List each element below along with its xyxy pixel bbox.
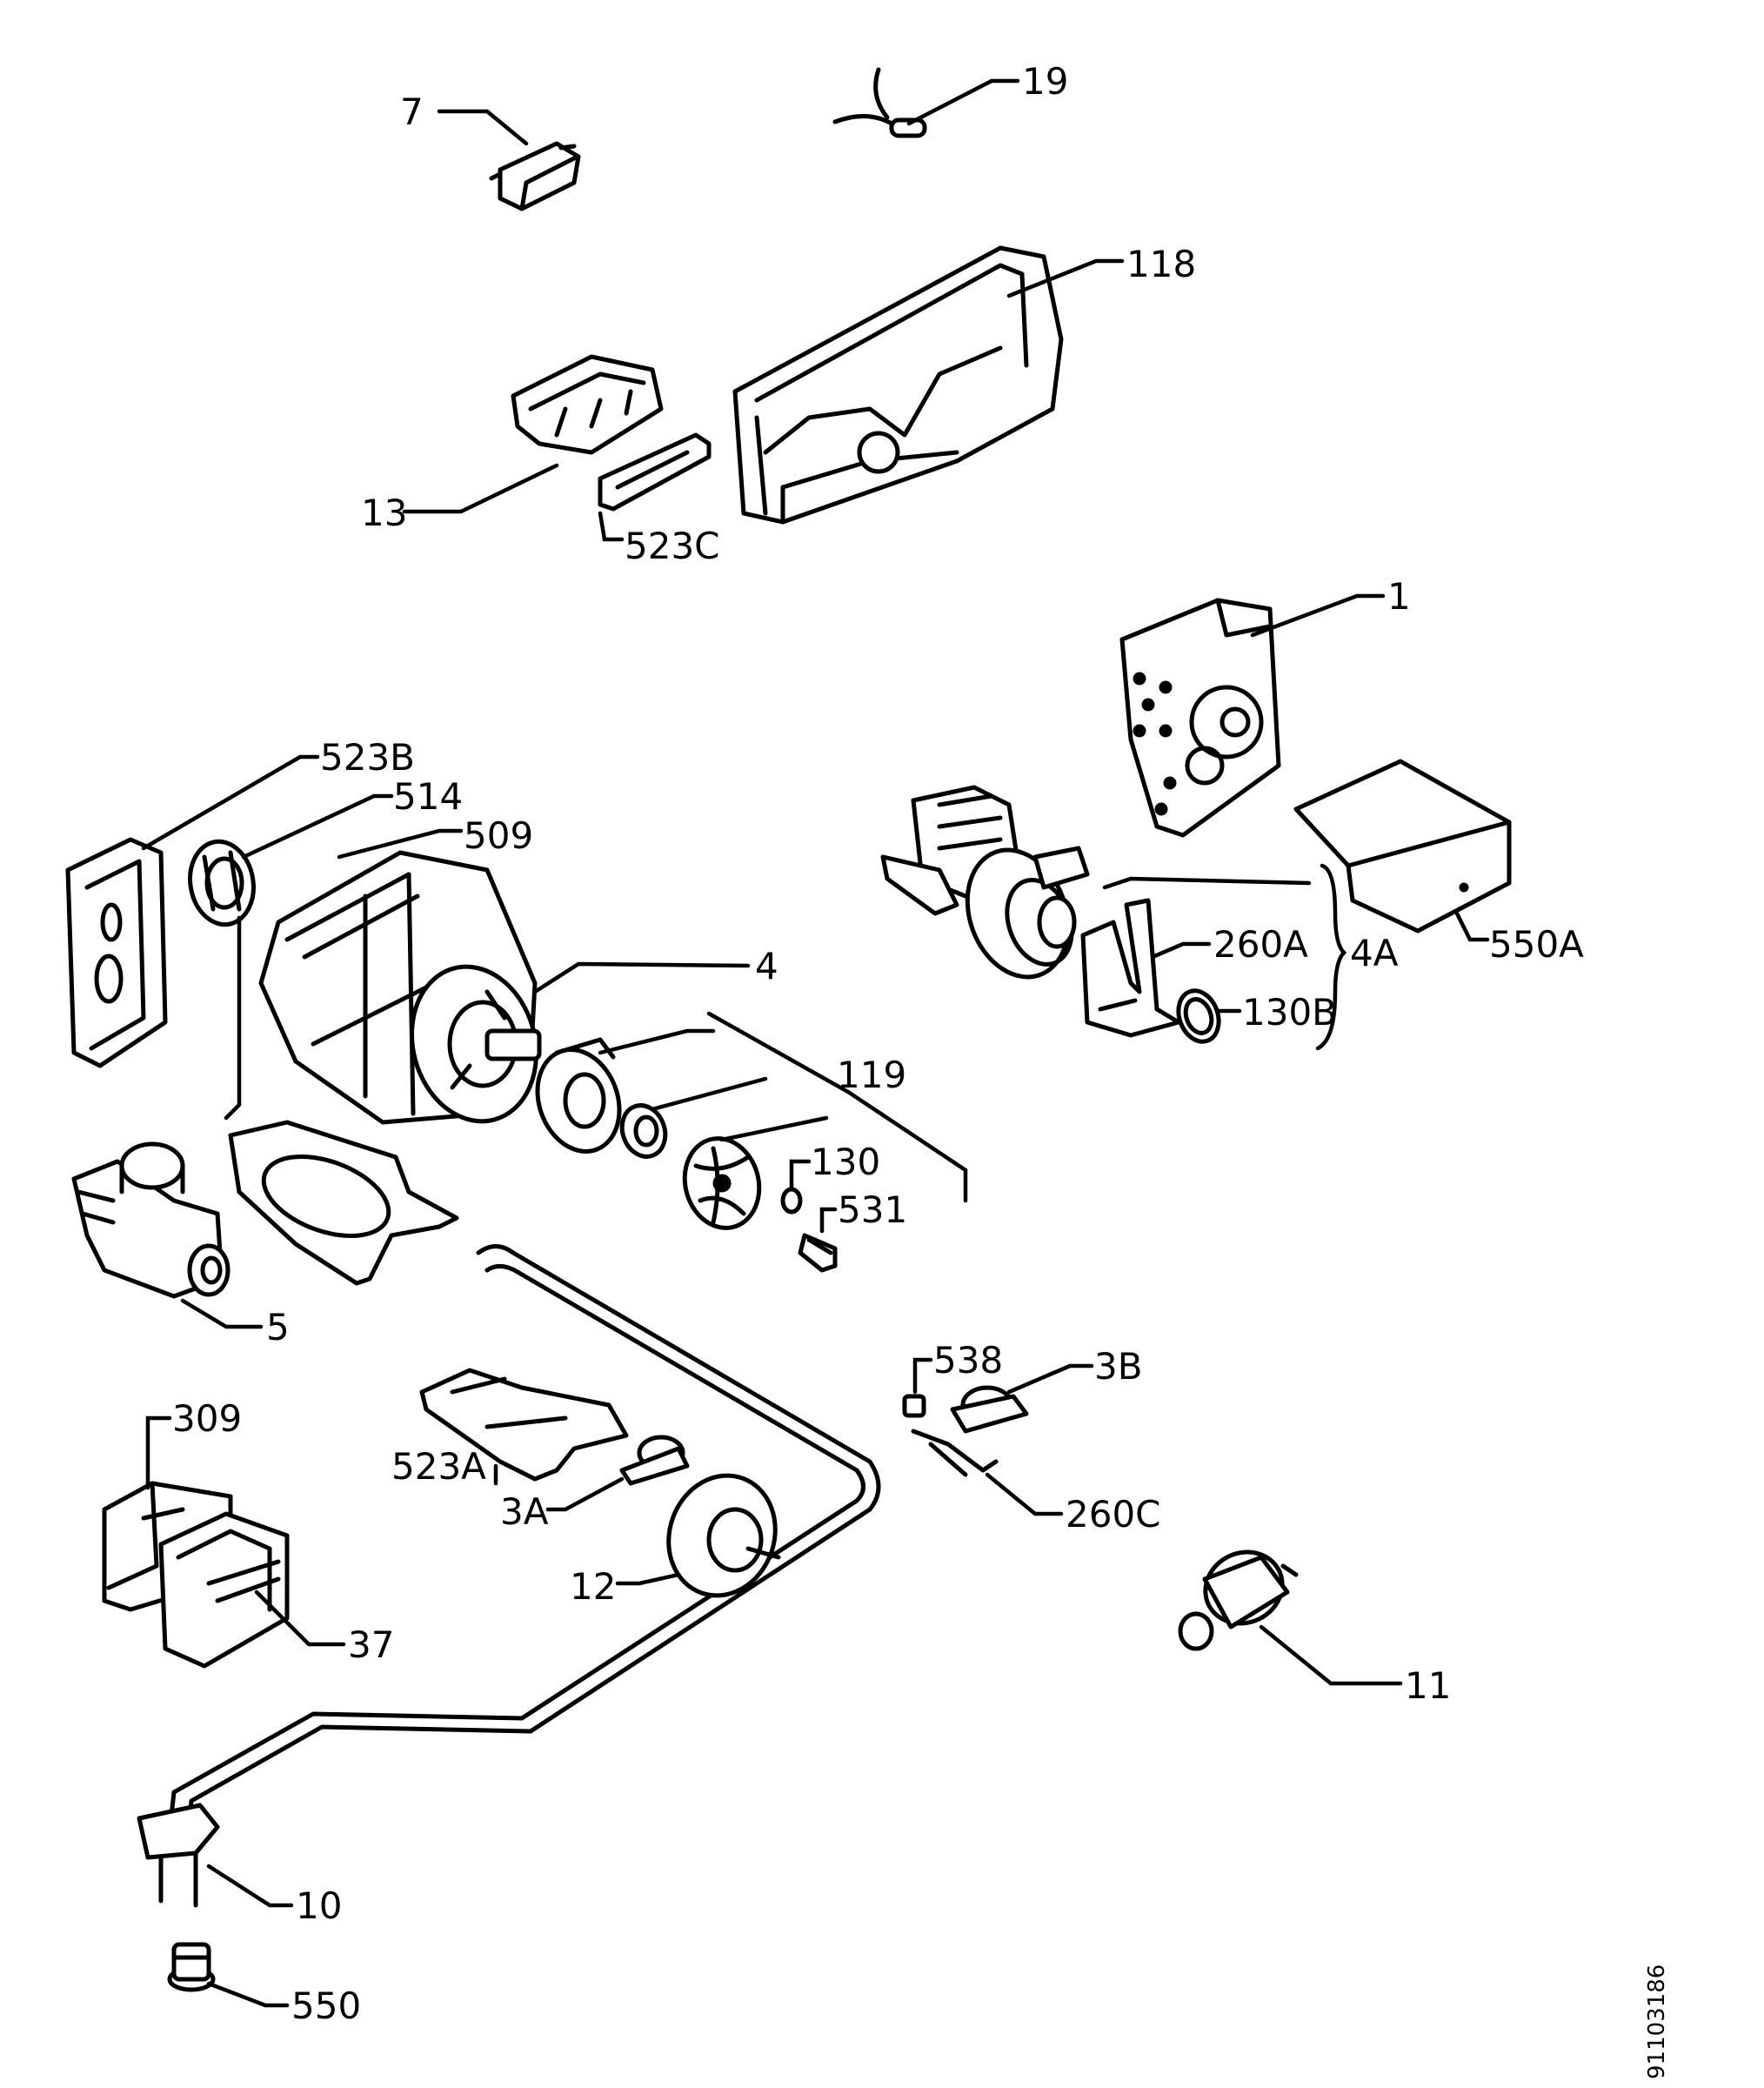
part-531-screw bbox=[798, 1233, 838, 1273]
label-37: 37 bbox=[348, 1623, 394, 1666]
part-3a-thermostat bbox=[619, 1435, 690, 1486]
label-531: 531 bbox=[838, 1188, 907, 1231]
part-119-housing bbox=[535, 1037, 622, 1154]
label-523c: 523C bbox=[625, 525, 720, 567]
leader-7 bbox=[437, 109, 529, 146]
part-7-switch bbox=[489, 141, 581, 211]
leader-3a bbox=[545, 1476, 625, 1512]
part-119-ring bbox=[619, 1103, 668, 1159]
label-13: 13 bbox=[361, 492, 407, 534]
part-130-oring bbox=[780, 1187, 803, 1215]
label-509: 509 bbox=[464, 814, 533, 857]
leader-5 bbox=[180, 1298, 264, 1329]
leader-10 bbox=[206, 1864, 294, 1908]
label-514: 514 bbox=[393, 775, 463, 818]
leader-3b bbox=[1006, 1363, 1094, 1395]
part-550a-cover bbox=[1293, 759, 1512, 934]
part-260c-clip bbox=[911, 1429, 999, 1477]
leader-509 bbox=[224, 828, 464, 1121]
part-523c-bracket bbox=[598, 432, 712, 512]
label-538: 538 bbox=[933, 1339, 1003, 1382]
leader-260c bbox=[985, 1472, 1064, 1516]
part-37-terminal-box bbox=[158, 1511, 290, 1669]
part-523a-bracket bbox=[419, 1368, 629, 1482]
part-13-door-latch bbox=[511, 354, 664, 455]
label-4a: 4A bbox=[1350, 932, 1399, 974]
part-4-motor bbox=[258, 850, 542, 1125]
leader-514 bbox=[241, 793, 394, 860]
part-509-gasket bbox=[228, 1120, 459, 1286]
part-118-dispenser bbox=[732, 245, 1064, 525]
label-3b: 3B bbox=[1094, 1345, 1143, 1388]
leader-13 bbox=[402, 463, 559, 514]
label-130b: 130B bbox=[1242, 991, 1337, 1034]
leader-523b bbox=[141, 754, 320, 851]
part-4a-drain-pump bbox=[880, 785, 1090, 980]
leader-309 bbox=[145, 1415, 172, 1490]
label-5: 5 bbox=[266, 1306, 290, 1348]
leader-531 bbox=[819, 1207, 838, 1234]
leader-523c bbox=[598, 511, 625, 542]
leader-4 bbox=[532, 961, 751, 994]
label-4: 4 bbox=[755, 945, 778, 987]
part-3b-thermostat bbox=[950, 1385, 1029, 1434]
part-260a-clip bbox=[1080, 898, 1181, 1038]
part-550-plug bbox=[167, 1942, 216, 1992]
label-118: 118 bbox=[1126, 243, 1196, 285]
label-550: 550 bbox=[291, 1984, 361, 2027]
part-5-valve bbox=[71, 1141, 231, 1299]
leader-12 bbox=[615, 1572, 681, 1586]
leader-4a-line bbox=[1102, 876, 1312, 890]
leader-119 bbox=[598, 1028, 829, 1142]
part-1-timer bbox=[1119, 598, 1281, 838]
part-19-sensor bbox=[832, 67, 927, 138]
bracket-119 bbox=[706, 1011, 968, 1203]
part-11-capacitor bbox=[1178, 1549, 1299, 1651]
leader-19 bbox=[906, 78, 1020, 126]
part-130b-ring bbox=[1176, 988, 1221, 1044]
label-523b: 523B bbox=[320, 736, 415, 779]
part-119-impeller bbox=[682, 1136, 762, 1230]
label-130: 130 bbox=[811, 1141, 880, 1183]
label-260a: 260A bbox=[1213, 923, 1308, 966]
label-11: 11 bbox=[1405, 1664, 1451, 1707]
label-119: 119 bbox=[837, 1054, 906, 1096]
label-10: 10 bbox=[296, 1884, 342, 1927]
part-10-heating-element bbox=[137, 1244, 881, 1908]
brace-4a bbox=[1315, 863, 1347, 1051]
leader-130 bbox=[789, 1159, 812, 1190]
leader-118 bbox=[1006, 258, 1125, 298]
leader-11 bbox=[1259, 1624, 1403, 1686]
label-19: 19 bbox=[1022, 60, 1068, 103]
document-number: 91103186 bbox=[1644, 1964, 1670, 2079]
leader-538 bbox=[912, 1357, 933, 1395]
label-309: 309 bbox=[172, 1397, 242, 1440]
label-260c: 260C bbox=[1066, 1493, 1161, 1536]
label-12: 12 bbox=[570, 1565, 616, 1608]
leader-37 bbox=[254, 1589, 346, 1647]
label-550a: 550A bbox=[1489, 923, 1584, 966]
label-3a: 3A bbox=[500, 1490, 549, 1533]
part-12-pressure-switch bbox=[666, 1473, 781, 1598]
part-523b-panel bbox=[65, 837, 168, 1068]
part-514-seal bbox=[188, 839, 256, 927]
label-7: 7 bbox=[400, 90, 424, 133]
leader-260a bbox=[1150, 941, 1212, 960]
leader-550a bbox=[1454, 911, 1490, 942]
leader-550 bbox=[206, 1981, 290, 2008]
label-523a: 523A bbox=[391, 1445, 486, 1488]
label-1: 1 bbox=[1387, 575, 1411, 618]
part-538-cap bbox=[902, 1394, 926, 1418]
leader-1 bbox=[1250, 593, 1386, 638]
